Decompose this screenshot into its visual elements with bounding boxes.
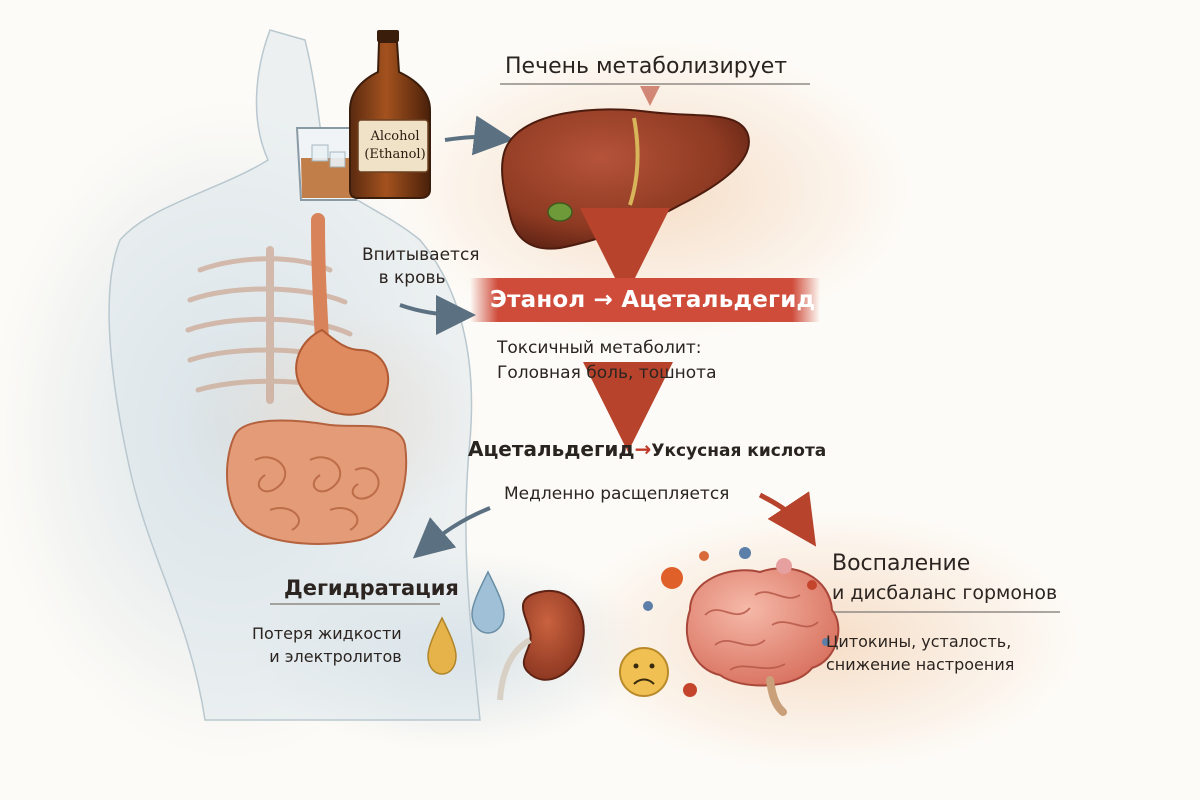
arrow-to-liver bbox=[444, 115, 514, 156]
dehydration-line2: и электролитов bbox=[269, 647, 402, 667]
bottle-label-line2: (Ethanol) bbox=[364, 146, 426, 162]
brain-stem bbox=[766, 676, 787, 716]
absorb-line1: Впитывается bbox=[362, 245, 480, 265]
slow-breakdown-label: Медленно расщепляется bbox=[504, 484, 730, 504]
body-silhouette bbox=[108, 29, 481, 721]
arrow-to-inflammation bbox=[758, 491, 817, 547]
cytokine-particles bbox=[643, 547, 830, 697]
toxic-line1: Токсичный метаболит: bbox=[497, 338, 702, 358]
whiskey-glass bbox=[295, 127, 362, 201]
bottle-label-line1: Alcohol bbox=[370, 129, 420, 144]
step2-from: Ацетальдегид bbox=[468, 437, 635, 461]
kidney bbox=[521, 589, 585, 681]
alcohol-bottle bbox=[349, 30, 431, 199]
dehydration-note: Потеря жидкости и электролитов bbox=[252, 622, 402, 668]
blue-drop-icon bbox=[471, 570, 505, 634]
inflammation-line1: Цитокины, усталость, bbox=[826, 632, 1012, 651]
esophagus bbox=[311, 213, 329, 347]
dehydration-title: Дегидратация bbox=[284, 576, 459, 600]
brain-folds bbox=[704, 591, 819, 671]
inflammation-title1: Воспаление bbox=[832, 551, 971, 576]
liver-ligament bbox=[628, 117, 640, 206]
inflammation-title: Воспаление и дисбаланс гормонов bbox=[832, 548, 1057, 607]
inflammation-title2: и дисбаланс гормонов bbox=[832, 581, 1058, 604]
toxic-note: Токсичный метаболит: Головная боль, тошн… bbox=[497, 336, 717, 385]
step1-banner bbox=[470, 278, 820, 322]
stomach bbox=[295, 328, 390, 416]
liver-title: Печень метаболизирует bbox=[505, 54, 788, 79]
ureter bbox=[497, 637, 532, 701]
step2-label: Ацетальдегид→Уксусная кислота bbox=[468, 437, 826, 461]
arrow-absorb bbox=[399, 294, 476, 335]
step1-label: Этанол → Ацетальдегид bbox=[490, 287, 816, 313]
absorb-line2: в кровь bbox=[378, 267, 446, 288]
yellow-drop-icon bbox=[427, 616, 457, 675]
gallbladder bbox=[547, 202, 573, 222]
sad-face-icon bbox=[619, 647, 669, 697]
arrow-to-dehydration bbox=[412, 506, 491, 559]
dehydration-line1: Потеря жидкости bbox=[252, 624, 402, 643]
step2-to: Уксусная кислота bbox=[651, 441, 827, 461]
brain bbox=[685, 567, 840, 687]
absorb-label: Впитывается в кровь bbox=[362, 244, 480, 290]
toxic-line2: Головная боль, тошнота bbox=[497, 362, 717, 383]
inflammation-note: Цитокины, усталость, снижение настроения bbox=[826, 630, 1014, 676]
bottle-label: Alcohol (Ethanol) bbox=[362, 128, 428, 163]
intestines bbox=[226, 419, 408, 545]
inflammation-line2: снижение настроения bbox=[826, 655, 1015, 675]
step2-arrow: → bbox=[634, 437, 652, 461]
intestine-coils bbox=[254, 456, 380, 531]
ribcage bbox=[185, 246, 355, 404]
